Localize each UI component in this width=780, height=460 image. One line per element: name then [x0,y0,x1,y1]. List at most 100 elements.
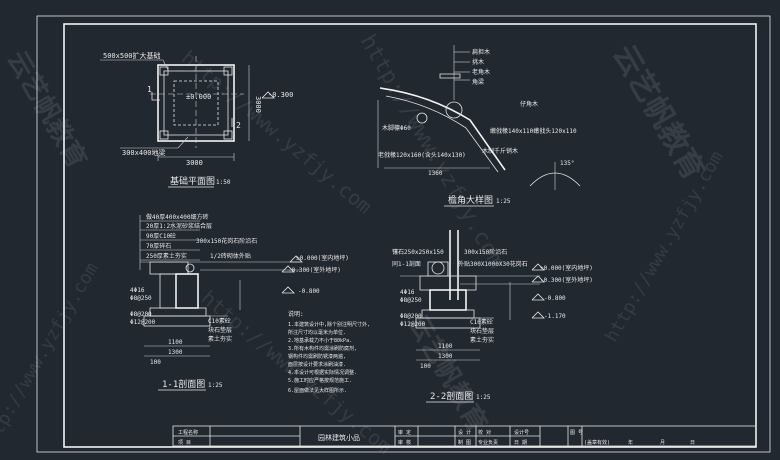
tb-c12: (盖章有效) [584,439,610,446]
s2-dim-b3: 100 [420,363,431,370]
s2-title: 2-2剖面图 [430,390,473,402]
s1-note-1: 20厚1:2水泥砂浆结合层 [146,222,212,230]
plan-elev-outer: -0.300 [268,91,293,99]
section-2-2: 镶石250x250x150 300x150阶沿石 同1-1剖面 外贴300X10… [392,230,593,403]
s1-dim-b1: 1100 [168,339,183,346]
s1-dim-b3: 100 [150,359,161,366]
s1-rebar2: Φ8@250 [130,295,152,302]
tb-c5: 设 计 [458,429,471,436]
s1-note-2: 90厚C10砼 [146,232,176,240]
s2-elev2: -0.300(室外地坪) [540,276,593,284]
watermark-cn-left: 云艺帆教育 [1,45,93,173]
s1-label-wall: 1/2砖砌体外贴 [210,252,251,260]
section-1-1: 做40厚400x400细方砖 20厚1:2水泥砂浆结合层 90厚C10砼 70厚… [130,213,349,391]
notes-line-5: 面层按设计要求涂刷油漆. [288,361,346,368]
tb-c9: 设计号 [514,429,529,436]
eave-scale: 1:25 [496,198,511,205]
plan-scale: 1:50 [216,179,231,186]
plan-label-beam: 300x400地梁 [122,148,166,157]
s1-c10: C10素砼 [208,317,231,325]
eave-label-0: 扁担木 [472,48,490,56]
eave-angle: 135° [560,160,574,167]
notes-title: 说明: [288,310,304,318]
tb-c3: 审 定 [398,429,411,436]
notes-line-1: 所注尺寸均以毫米为单位. [288,329,346,336]
tb-c4: 审 核 [398,439,411,446]
watermark-url-top: http://www.yzfjy.com [177,45,377,218]
watermark-url-left: http://www.yzfjy.com [0,259,103,457]
watermark-url-right: http://www.yzfjy.com [601,148,728,346]
watermark-layer: 云艺帆教育 云艺帆教育 云艺帆教育 http://www.yzfjy.com h… [0,31,728,459]
tb-c14: 月 [660,440,665,446]
s2-rebar1: 4Φ16 [400,289,415,296]
s2-label-top: 镶石250x250x150 [392,248,444,256]
s1-scale: 1:25 [208,382,223,389]
tb-c13: 年 [628,439,633,446]
s1-label-stone: 300x150花岗石阶沿石 [196,237,257,245]
inner-frame [63,23,757,448]
tb-c7: 校 对 [478,429,491,436]
s2-rebar4: Φ12@200 [400,321,426,328]
tb-c6: 制 图 [458,439,471,446]
tb-c10: 日 期 [514,440,527,446]
s2-elev1: ±0.000(室内地坪) [540,264,593,272]
notes-block: 说明: 1.本建筑设计中,除个别注明尺寸外, 所注尺寸均以毫米为单位. 2.地基… [288,310,370,394]
s1-rebar4: Φ12@200 [130,319,156,326]
s2-c10: C10素砼 [470,318,493,326]
s2-elev3: -0.800 [544,295,566,302]
tb-c15: 日 [690,440,695,446]
s2-rebar2: Φ8@250 [400,297,422,304]
s2-stone2: 块石垫层 [470,327,494,335]
notes-line-2: 2.地基承载力不小于80kPa. [288,337,352,344]
s1-title: 1-1剖面图 [162,378,205,390]
section-mark-2: 2 [236,121,241,130]
s1-dim-b2: 1300 [168,349,183,356]
s2-dim-b1: 1100 [438,343,453,350]
notes-line-3: 3.所有木构件均需涂刷防腐剂, [288,345,357,352]
plan-label-footing: 500x500扩大基础 [103,51,161,60]
notes-line-0: 1.本建筑设计中,除个别注明尺寸外, [288,321,370,328]
s1-note-0: 做40厚400x400细方砖 [146,213,209,221]
watermark-cn-right: 云艺帆教育 [606,39,711,186]
s2-elev4: -1.170 [544,313,566,320]
s2-scale: 1:25 [476,394,491,401]
eave-label-5: 木脚檩Φ60 [382,124,411,132]
notes-line-6: 4.本设计可根据实际情况调整. [288,369,357,376]
s2-label-side: 同1-1剖面 [392,260,421,268]
eave-label-8: 木制千斤销木 [482,147,518,155]
title-block: 工程名称 项 目 园林建筑小品 审 定 审 核 设 计 制 图 校 对 专业负责… [172,425,757,447]
s1-elev2: -0.300(室外地坪) [288,266,341,274]
tb-project: 园林建筑小品 [318,433,360,442]
foundation-plan: 1 2 3000 3000 ±0.000 -0.300 500x500扩大基础 … [100,51,293,188]
plan-title: 基础平面图 [170,175,215,187]
s2-soil: 素土夯实 [470,336,494,344]
s1-soil: 素土夯实 [208,335,232,343]
s1-note-3: 70厚碎石 [146,242,171,250]
s2-dim-b2: 1300 [438,353,453,360]
plan-dim-bottom: 3000 [186,159,203,167]
notes-line-4: 钢构件均需刷防锈漆两遍, [288,353,346,360]
tb-c2: 项 目 [178,440,191,446]
plan-dim-right: 3000 [254,96,262,113]
eave-title: 檐角大样图 [448,194,493,206]
s1-stone2: 块石垫层 [208,326,232,334]
s2-label-paint: 外贴300X1000X30花岗石 [458,260,528,268]
s2-rebar3: Φ8@200 [400,313,422,320]
s1-note-4: 250厚素土夯实 [146,252,187,260]
eave-dim-w: 1360 [428,170,443,177]
tb-c8: 专业负责 [478,439,498,446]
s1-elev3: -0.800 [298,288,320,295]
eave-label-1: 挑木 [472,58,484,66]
plan-elev-inner: ±0.000 [186,93,211,101]
tb-c1: 工程名称 [178,429,198,436]
eave-detail: 扁担木 挑木 老角木 角梁 仔角木 木脚檩Φ60 老戗椽120x160(含头14… [377,45,581,207]
outer-frame [36,15,771,453]
s1-rebar1: 4Φ16 [130,287,145,294]
eave-label-3: 角梁 [472,78,484,86]
s2-label-stone: 300x150阶沿石 [464,248,507,256]
eave-label-4: 仔角木 [520,100,538,108]
eave-label-6: 老戗椽120x160(含头140x130) [378,151,466,159]
notes-line-8: 6.屋面做法见大样图所示. [288,387,347,394]
eave-label-2: 老角木 [472,68,490,76]
